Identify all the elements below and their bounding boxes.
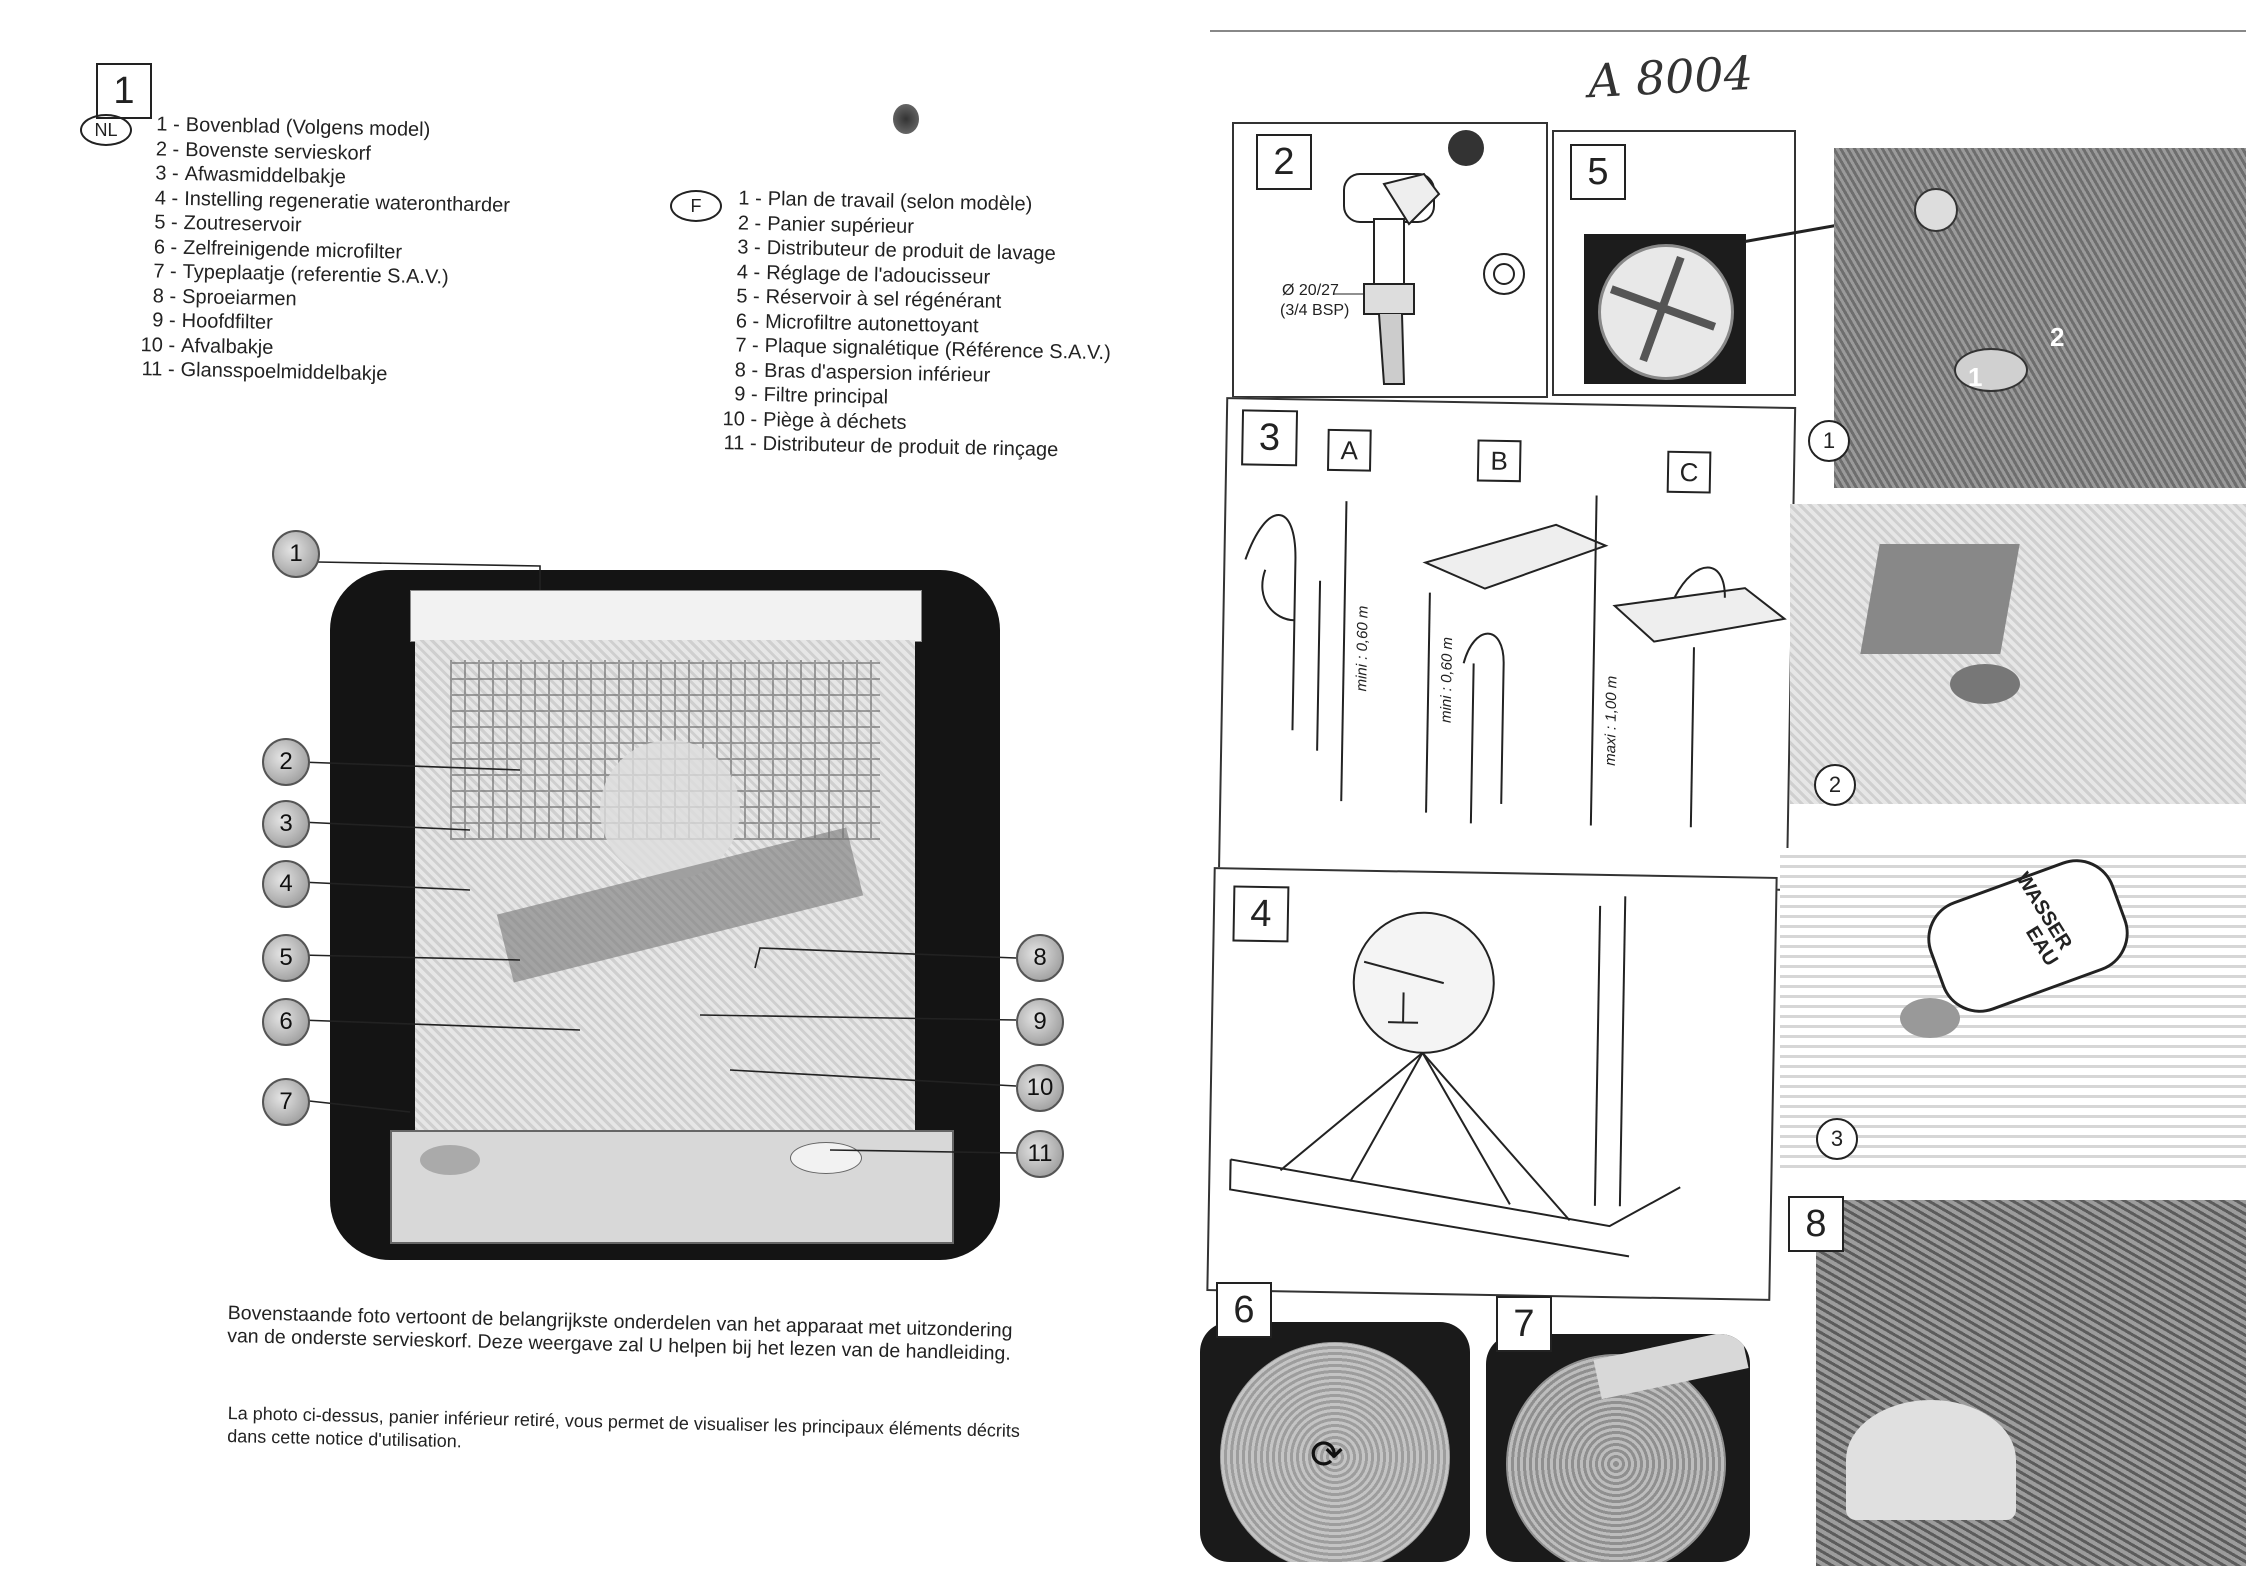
panel-7-rinse-aid-photo: [1486, 1334, 1750, 1562]
tap-illustration: [1334, 130, 1525, 385]
panel-7-number: 7: [1496, 1296, 1552, 1352]
step-1-arrow-label-2: 2: [2050, 322, 2065, 352]
callout-leader-lines: [299, 561, 1017, 1154]
lang-badge-nl: NL: [80, 114, 132, 146]
callout-5: 5: [262, 934, 310, 982]
pipe-diameter: Ø 20/27: [1282, 282, 1339, 299]
panel-6-filter-photo: ⟳: [1200, 1322, 1470, 1562]
panel-4-door-adjustment: 4: [1206, 867, 1778, 1301]
caption-fr: La photo ci-dessus, panier inférieur ret…: [227, 1402, 1021, 1452]
panel-2-water-tap: 2 Ø 20/27 (3/4 BSP): [1232, 122, 1548, 398]
drain-diagrams: [1244, 495, 1787, 828]
pipe-thread: (3/4 BSP): [1280, 302, 1350, 319]
callout-9: 9: [1016, 998, 1064, 1046]
callout-10: 10: [1016, 1064, 1064, 1112]
callout-11: 11: [1016, 1130, 1064, 1178]
callout-3: 3: [262, 800, 310, 848]
section-number-1: 1: [96, 63, 152, 119]
step-2-number: 2: [1814, 764, 1856, 806]
callout-6: 6: [262, 998, 310, 1046]
panel-6-number: 6: [1216, 1282, 1272, 1338]
panel-8-number: 8: [1788, 1196, 1844, 1252]
panel-5-number: 5: [1570, 144, 1626, 200]
dishwasher-photo: [330, 570, 1000, 1260]
dot-mark: [893, 104, 919, 134]
callout-2: 2: [262, 738, 310, 786]
height-label-c: maxi : 1,00 m: [1601, 675, 1621, 766]
panel-2-number: 2: [1256, 134, 1312, 190]
panel-5-spray-arm-detail: 5: [1552, 130, 1796, 396]
panel-3-drain-installation: 3 A B C mini : 0,60 m mini : 0,60 m maxi…: [1217, 397, 1797, 891]
caption-nl: Bovenstaande foto vertoont de belangrijk…: [226, 1302, 1013, 1365]
step-3-photo: [1780, 848, 2246, 1168]
step-1-number: 1: [1808, 420, 1850, 462]
callout-8: 8: [1016, 934, 1064, 982]
step-1-arrow-label-1: 1: [1968, 362, 1983, 392]
handwritten-model-number: A 8004: [1586, 45, 1755, 109]
panel-8-loaded-rack: 8: [1776, 1186, 2246, 1566]
height-label-a: mini : 0,60 m: [1353, 605, 1372, 692]
height-label-b: mini : 0,60 m: [1437, 636, 1457, 724]
step-1-photo: [1834, 148, 2246, 488]
callout-7: 7: [262, 1078, 310, 1126]
panel-5-inset-photo: [1584, 234, 1746, 384]
step-3-number: 3: [1816, 1118, 1858, 1160]
top-rule: [1210, 30, 2246, 32]
step-2-photo: [1790, 504, 2246, 804]
door-adjustment-diagram: [1229, 896, 1681, 1258]
callout-4: 4: [262, 860, 310, 908]
callout-1: 1: [272, 530, 320, 578]
lang-badge-fr: F: [670, 190, 722, 222]
